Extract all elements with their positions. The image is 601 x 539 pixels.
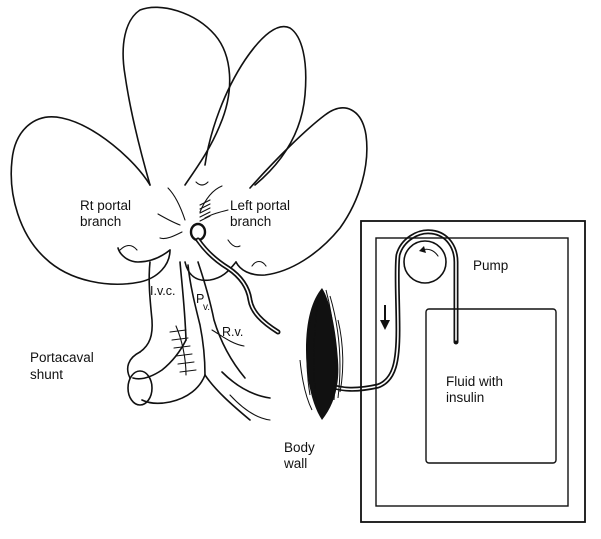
liver-left-lobe xyxy=(10,116,171,285)
label-pv: P xyxy=(196,292,204,306)
external-tube-outer xyxy=(319,229,459,392)
external-tube-inner xyxy=(321,230,457,391)
liver-notch-1 xyxy=(119,244,138,251)
liver-notch-3 xyxy=(227,239,241,248)
portal-vein-right xyxy=(197,261,246,379)
shunt-body-top xyxy=(132,339,187,380)
ivc-right-wall xyxy=(179,261,187,341)
label-portacaval-1: Portacaval xyxy=(30,350,94,365)
shunt-cut-end xyxy=(127,370,153,406)
liver-notch-2 xyxy=(251,260,267,267)
rv-leader xyxy=(211,329,245,347)
flow-arrow-head xyxy=(380,320,390,330)
portal-vein-left xyxy=(187,264,206,376)
catheter-tube-inner xyxy=(197,239,279,333)
lower-vessel-2 xyxy=(221,371,271,399)
label-body-wall-2: wall xyxy=(283,456,307,471)
label-fluid-1: Fluid with xyxy=(446,374,503,389)
label-left-portal-1: Left portal xyxy=(230,198,290,213)
label-pv-sub: v. xyxy=(203,302,210,313)
liver-right-lobe xyxy=(235,107,368,276)
label-left-portal-2: branch xyxy=(230,214,271,229)
body-wall-shape xyxy=(306,288,339,420)
fluid-reservoir xyxy=(425,308,557,464)
label-pump: Pump xyxy=(473,258,508,273)
portal-vessels xyxy=(157,185,229,242)
portal-branch-left-1 xyxy=(167,187,186,221)
label-rv: R.v. xyxy=(222,325,243,339)
lower-vessel-3 xyxy=(229,394,271,421)
device-inner-frame xyxy=(375,237,569,507)
label-ivc: I.v.c. xyxy=(150,284,175,298)
shunt-body-bottom xyxy=(141,374,206,405)
ivc-and-shunt xyxy=(126,261,271,421)
liver-lower-left-edge xyxy=(117,247,171,263)
liver-upper-right-lobe xyxy=(204,25,307,186)
pump-rotation-arrowhead xyxy=(419,246,426,253)
label-portacaval-2: shunt xyxy=(30,367,63,382)
catheter xyxy=(195,229,459,392)
ligation-hatch xyxy=(199,199,211,222)
label-fluid-2: insulin xyxy=(446,390,484,405)
label-rt-portal-1: Rt portal xyxy=(80,198,131,213)
label-body-wall-1: Body xyxy=(284,440,315,455)
body-wall xyxy=(299,288,344,420)
liver-notch-4 xyxy=(195,181,209,186)
ivc-left-wall xyxy=(139,261,153,353)
label-rt-portal-2: branch xyxy=(80,214,121,229)
liver-upper-left-lobe xyxy=(122,6,231,186)
liver xyxy=(10,6,368,285)
shunt-sutures xyxy=(169,325,197,376)
portal-branch-left-3 xyxy=(159,231,183,240)
pump-device xyxy=(360,220,586,523)
device-outer-frame xyxy=(360,220,586,523)
portal-branch-left-2 xyxy=(157,213,181,226)
shunt-top xyxy=(126,351,141,379)
portal-branch-right-1 xyxy=(199,185,223,213)
pump-rotor xyxy=(403,240,447,284)
labels: Rt portal branch Left portal branch I.v.… xyxy=(30,198,508,471)
lower-vessel-1 xyxy=(204,374,251,421)
